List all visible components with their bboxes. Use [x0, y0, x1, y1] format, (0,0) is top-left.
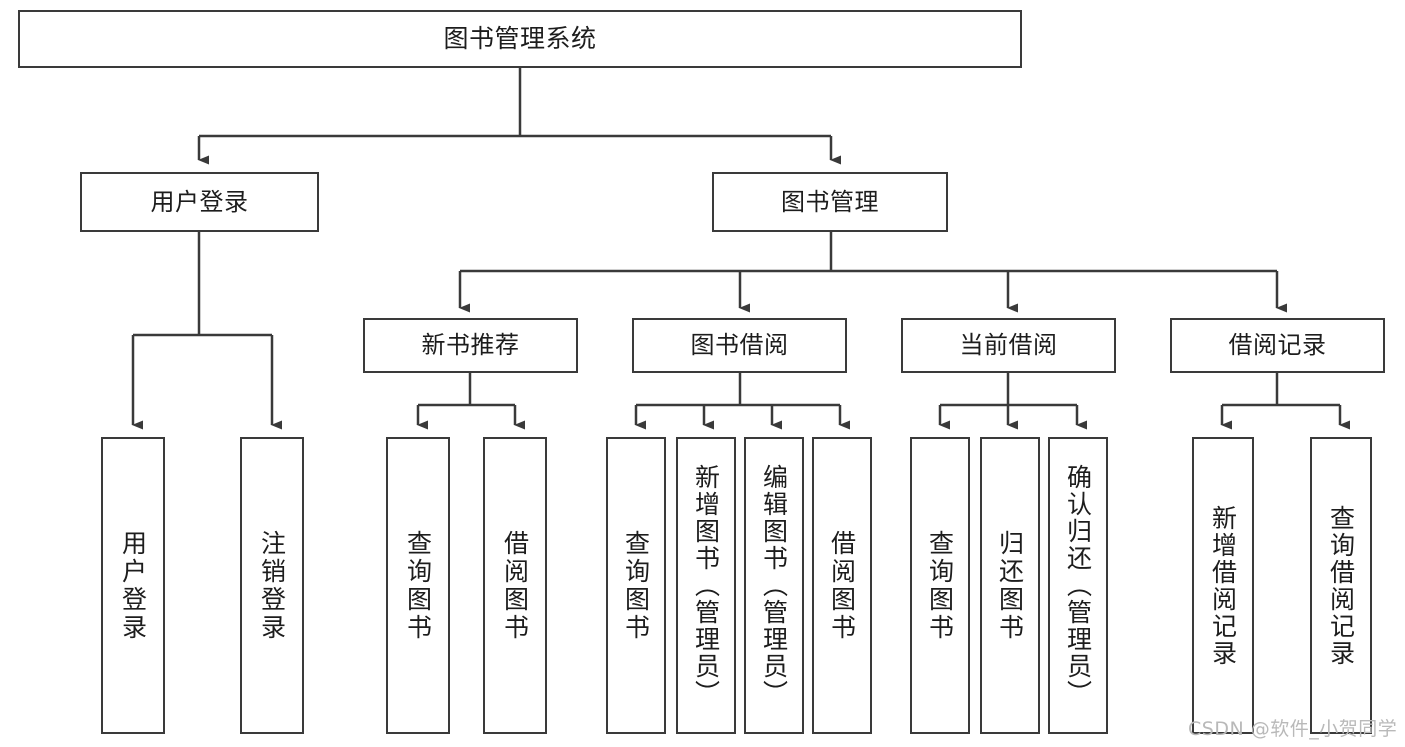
leaf-edit-book-admin[interactable]: 编辑图书（管理员） [744, 437, 804, 734]
node-book-borrow[interactable]: 图书借阅 [632, 318, 847, 373]
leaf-borrow-book-recommend[interactable]: 借阅图书 [483, 437, 547, 734]
node-label: 借阅记录 [1228, 331, 1327, 360]
node-label: 确认归还（管理员） [1063, 464, 1093, 707]
leaf-query-book-current[interactable]: 查询图书 [910, 437, 970, 734]
node-label: 图书管理 [781, 187, 879, 216]
node-label: 编辑图书（管理员） [759, 464, 789, 707]
leaf-add-book-admin[interactable]: 新增图书（管理员） [676, 437, 736, 734]
node-label: 新增图书（管理员） [691, 464, 721, 707]
node-borrow-record[interactable]: 借阅记录 [1170, 318, 1385, 373]
leaf-query-book-recommend[interactable]: 查询图书 [386, 437, 450, 734]
leaf-return-book[interactable]: 归还图书 [980, 437, 1040, 734]
leaf-user-login[interactable]: 用户登录 [101, 437, 165, 734]
node-label: 图书管理系统 [443, 24, 597, 54]
node-label: 注销登录 [257, 529, 287, 642]
leaf-logout-login[interactable]: 注销登录 [240, 437, 304, 734]
leaf-confirm-return-admin[interactable]: 确认归还（管理员） [1048, 437, 1108, 734]
node-user-login[interactable]: 用户登录 [80, 172, 319, 232]
node-label: 查询图书 [403, 529, 433, 642]
node-root-book-management-system[interactable]: 图书管理系统 [18, 10, 1022, 68]
node-label: 归还图书 [995, 529, 1025, 642]
node-label: 用户登录 [118, 529, 148, 642]
node-label: 查询借阅记录 [1326, 504, 1356, 667]
leaf-query-book-borrow[interactable]: 查询图书 [606, 437, 666, 734]
leaf-borrow-book[interactable]: 借阅图书 [812, 437, 872, 734]
node-new-book-recommend[interactable]: 新书推荐 [363, 318, 578, 373]
node-label: 图书借阅 [690, 331, 789, 360]
node-label: 当前借阅 [959, 331, 1058, 360]
node-label: 用户登录 [150, 187, 249, 216]
leaf-add-borrow-record[interactable]: 新增借阅记录 [1192, 437, 1254, 734]
node-current-borrow[interactable]: 当前借阅 [901, 318, 1116, 373]
node-book-management[interactable]: 图书管理 [712, 172, 948, 232]
node-label: 新书推荐 [421, 331, 520, 360]
node-label: 借阅图书 [500, 529, 530, 642]
watermark-csdn: CSDN @软件_小贺同学 [1188, 718, 1398, 740]
node-label: 新增借阅记录 [1208, 504, 1238, 667]
node-label: 借阅图书 [827, 529, 857, 642]
leaf-query-borrow-record[interactable]: 查询借阅记录 [1310, 437, 1372, 734]
node-label: 查询图书 [621, 529, 651, 642]
node-label: 查询图书 [925, 529, 955, 642]
